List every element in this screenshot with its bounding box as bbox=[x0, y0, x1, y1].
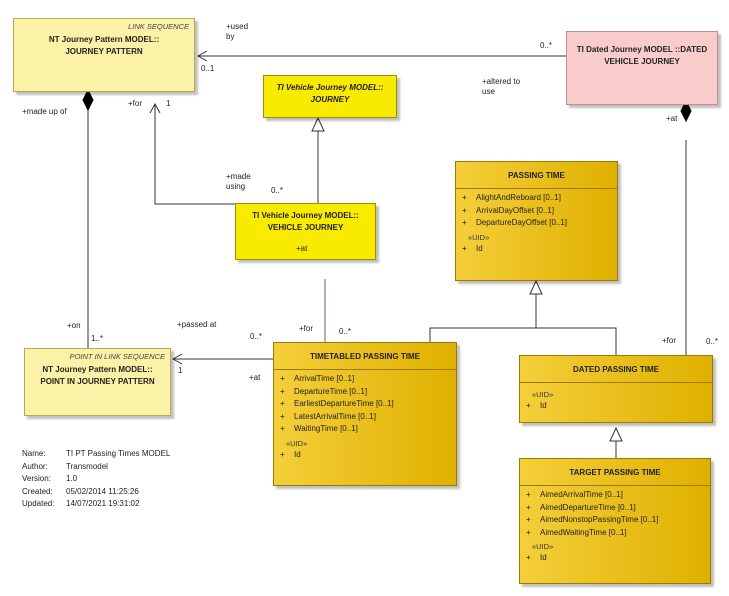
point-in-journey-pattern-stereotype: POINT IN LINK SEQUENCE bbox=[69, 352, 165, 361]
attribute: +AimedDepartureTime [0..1] bbox=[526, 502, 636, 512]
journey-pattern-class[interactable]: LINK SEQUENCE NT Journey Pattern MODEL::… bbox=[13, 18, 195, 92]
target-passing-time-attributes: +AimedArrivalTime [0..1] +AimedDeparture… bbox=[520, 485, 710, 565]
label-multiplicity: 1 bbox=[166, 99, 171, 108]
attribute-id: +Id bbox=[526, 553, 547, 562]
journey-class[interactable]: TI Vehicle Journey MODEL:: JOURNEY bbox=[263, 75, 397, 118]
label-multiplicity: 0..* bbox=[250, 332, 263, 341]
dated-vehicle-journey-title: TI Dated Journey MODEL ::DATED VEHICLE J… bbox=[576, 45, 708, 66]
passing-time-attributes: +AlightAndReboard [0..1] +ArrivalDayOffs… bbox=[456, 188, 617, 255]
attribute: +AimedNonstopPassingTime [0..1] bbox=[526, 515, 659, 524]
attribute: +LatestArrivalTime [0..1] bbox=[280, 411, 376, 421]
point-in-journey-pattern-class[interactable]: POINT IN LINK SEQUENCE NT Journey Patter… bbox=[24, 348, 171, 416]
label-at: +at bbox=[296, 244, 308, 253]
journey-pattern-title: NT Journey Pattern MODEL:: JOURNEY PATTE… bbox=[48, 35, 160, 56]
made-up-of-diamond bbox=[82, 88, 94, 112]
label-at: +at bbox=[666, 114, 678, 123]
uid-stereotype: «UID» bbox=[286, 438, 308, 448]
made-using-arrowhead bbox=[149, 102, 161, 114]
timetabled-passing-time-title: TIMETABLED PASSING TIME bbox=[310, 352, 420, 361]
note-row: Updated:14/07/2021 19:31:02 bbox=[22, 499, 140, 508]
label-made-up-of: +made up of bbox=[22, 107, 67, 116]
dvj-at-diamond bbox=[680, 99, 692, 123]
vehicle-journey-title: TI Vehicle Journey MODEL:: VEHICLE JOURN… bbox=[252, 211, 359, 232]
note-row: Version:1.0 bbox=[22, 474, 78, 483]
tpt-generalization bbox=[429, 294, 537, 342]
note-row: Author:Transmodel bbox=[22, 461, 108, 471]
target-passing-time-class[interactable]: TARGET PASSING TIME +AimedArrivalTime [0… bbox=[519, 458, 711, 584]
passed-at-arrowhead bbox=[171, 353, 183, 365]
note-row: Created:05/02/2014 11:25:26 bbox=[22, 486, 139, 496]
attribute-id: +Id bbox=[280, 449, 301, 459]
dpt-generalization bbox=[536, 327, 617, 355]
passing-time-class[interactable]: PASSING TIME +AlightAndReboard [0..1] +A… bbox=[455, 161, 618, 281]
label-made-using: +made using bbox=[226, 172, 251, 191]
journey-triangle bbox=[311, 116, 325, 132]
dated-vehicle-journey-class[interactable]: TI Dated Journey MODEL ::DATED VEHICLE J… bbox=[566, 31, 718, 105]
attribute: +ArrivalDayOffset [0..1] bbox=[462, 205, 555, 215]
label-multiplicity: 0..* bbox=[271, 186, 284, 195]
dated-passing-time-attributes: «UID» +Id bbox=[520, 382, 712, 413]
attribute-id: +Id bbox=[462, 243, 483, 253]
timetabled-passing-time-attributes: +ArrivalTime [0..1] +DepartureTime [0..1… bbox=[274, 369, 456, 461]
label-passed-at: +passed at bbox=[177, 320, 217, 329]
attribute: +AimedArrivalTime [0..1] bbox=[526, 490, 623, 499]
journey-pattern-stereotype: LINK SEQUENCE bbox=[128, 22, 189, 31]
label-multiplicity: 1 bbox=[178, 366, 183, 375]
uid-stereotype: «UID» bbox=[532, 390, 554, 399]
dpt-triangle bbox=[609, 426, 623, 442]
attribute: +EarliestDepartureTime [0..1] bbox=[280, 399, 394, 408]
label-altered-to-use: +altered to use bbox=[482, 77, 521, 96]
label-on: +on bbox=[67, 321, 81, 330]
label-for: +for bbox=[662, 336, 677, 345]
note-row: Name:TI PT Passing Times MODEL bbox=[22, 449, 171, 458]
timetabled-passing-time-class[interactable]: TIMETABLED PASSING TIME +ArrivalTime [0.… bbox=[273, 342, 457, 486]
attribute: +DepartureDayOffset [0..1] bbox=[462, 218, 568, 227]
journey-title: TI Vehicle Journey MODEL:: JOURNEY bbox=[276, 83, 384, 104]
attribute: +AlightAndReboard [0..1] bbox=[462, 193, 561, 202]
vehicle-journey-class[interactable]: TI Vehicle Journey MODEL:: VEHICLE JOURN… bbox=[235, 203, 376, 260]
label-multiplicity: 1..* bbox=[91, 334, 104, 343]
attribute: +AimedWaitingTime [0..1] bbox=[526, 527, 627, 537]
label-used-by: +used by bbox=[226, 22, 249, 41]
passing-time-title: PASSING TIME bbox=[508, 171, 565, 180]
label-at: +at bbox=[249, 373, 261, 382]
label-multiplicity: 0..1 bbox=[201, 64, 215, 73]
label-for: +for bbox=[299, 324, 314, 333]
attribute: +DepartureTime [0..1] bbox=[280, 386, 368, 396]
attribute-id: +Id bbox=[526, 401, 547, 410]
label-multiplicity: 0..* bbox=[339, 327, 352, 336]
target-passing-time-title: TARGET PASSING TIME bbox=[569, 468, 661, 477]
model-notes: Name:TI PT Passing Times MODEL Author:Tr… bbox=[22, 448, 170, 511]
label-multiplicity: 0..* bbox=[540, 41, 553, 50]
point-in-journey-pattern-title: NT Journey Pattern MODEL:: POINT IN JOUR… bbox=[40, 365, 155, 386]
uid-stereotype: «UID» bbox=[532, 542, 554, 551]
label-multiplicity: 0..* bbox=[706, 337, 719, 346]
attribute: +WaitingTime [0..1] bbox=[280, 424, 358, 433]
uid-stereotype: «UID» bbox=[468, 232, 490, 242]
label-for: +for bbox=[128, 99, 143, 108]
dated-passing-time-class[interactable]: DATED PASSING TIME «UID» +Id bbox=[519, 355, 713, 423]
pt-triangle bbox=[529, 279, 543, 295]
used-by-arrowhead bbox=[196, 50, 208, 62]
attribute: +ArrivalTime [0..1] bbox=[280, 374, 355, 383]
dated-passing-time-title: DATED PASSING TIME bbox=[573, 365, 659, 374]
made-using-association bbox=[154, 104, 274, 205]
